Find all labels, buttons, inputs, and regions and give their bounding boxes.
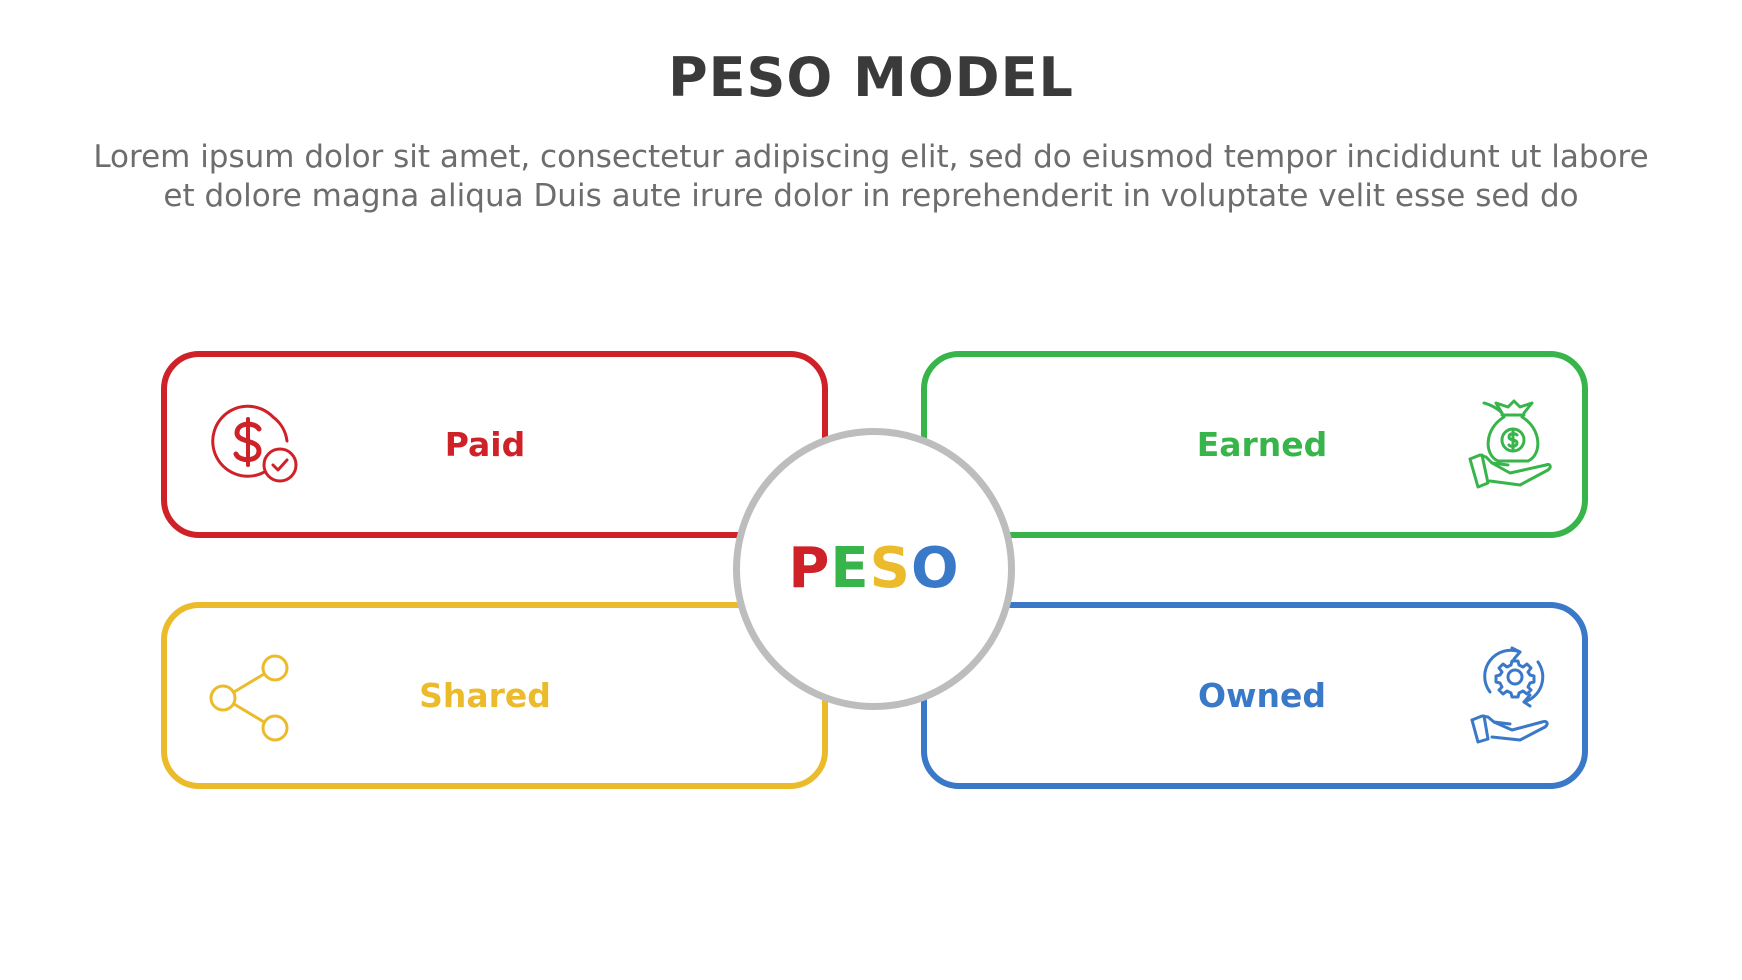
- page-title: PESO MODEL: [668, 46, 1074, 109]
- money-bag-hand-icon: [1462, 393, 1562, 493]
- center-letter-p: P: [788, 536, 831, 601]
- gear-hand-icon: [1462, 644, 1562, 744]
- center-letter-e: E: [830, 536, 870, 601]
- dollar-coin-check-icon: [205, 395, 305, 495]
- share-icon: [201, 648, 301, 748]
- card-paid: Paid: [161, 351, 828, 538]
- card-owned-label: Owned: [1197, 676, 1327, 715]
- description-line-1: Lorem ipsum dolor sit amet, consectetur …: [93, 139, 1649, 175]
- card-earned: Earned: [921, 351, 1588, 538]
- card-owned: Owned: [921, 602, 1588, 789]
- center-peso-circle: PESO: [733, 428, 1015, 710]
- page-description: Lorem ipsum dolor sit amet, consectetur …: [80, 138, 1662, 216]
- card-paid-label: Paid: [444, 425, 526, 464]
- center-peso-word: PESO: [740, 435, 1008, 703]
- center-letter-o: O: [911, 536, 960, 601]
- description-line-2: et dolore magna aliqua Duis aute irure d…: [163, 178, 1579, 214]
- card-earned-label: Earned: [1196, 425, 1328, 464]
- card-shared-label: Shared: [419, 676, 551, 715]
- card-shared: Shared: [161, 602, 828, 789]
- center-letter-s: S: [869, 536, 912, 601]
